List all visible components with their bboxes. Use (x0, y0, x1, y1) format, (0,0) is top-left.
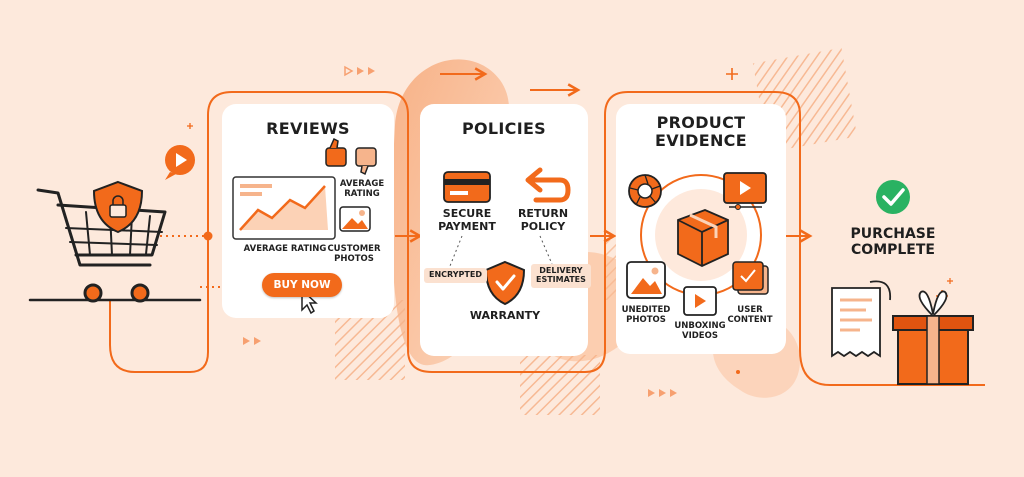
unboxing-videos-label: UNBOXING VIDEOS (674, 321, 726, 341)
unedited-photos-label: UNEDITED PHOTOS (621, 305, 671, 325)
shield-check-icon (484, 260, 526, 306)
delivery-estimates-tag: DELIVERY ESTIMATES (531, 264, 591, 288)
user-content-label: USER CONTENT (727, 305, 773, 325)
average-rating-label: AVERAGE RATING (243, 244, 327, 254)
check-circle-icon (876, 180, 910, 214)
return-arrow-icon (525, 167, 571, 203)
photo-icon (626, 261, 666, 299)
gift-box-icon (892, 290, 974, 385)
receipt-icon (831, 280, 892, 358)
evidence-title: PRODUCT EVIDENCE (655, 113, 747, 151)
policies-title: POLICIES (461, 119, 547, 138)
camera-aperture-icon (628, 174, 662, 208)
average-rating-top-label: AVERAGE RATING (339, 179, 385, 199)
package-box-icon (677, 209, 729, 267)
reviews-title: REVIEWS (266, 119, 350, 138)
encrypted-tag: ENCRYPTED (424, 268, 487, 283)
video-player-icon (723, 172, 767, 210)
shield-lock-icon (92, 180, 144, 234)
unboxing-video-icon (683, 286, 717, 316)
policy-dotted-links (449, 235, 553, 267)
return-policy-label: RETURN POLICY (517, 207, 569, 233)
customer-photo-icon (339, 206, 371, 232)
customer-photos-label: CUSTOMER PHOTOS (327, 244, 381, 264)
secure-payment-label: SECURE PAYMENT (438, 207, 496, 233)
policies-card (420, 104, 588, 356)
thumbs-up-down-icon (325, 137, 377, 176)
rating-chart (232, 176, 336, 240)
purchase-complete-label: PURCHASE COMPLETE (850, 226, 936, 259)
user-content-icon (732, 261, 769, 295)
warranty-label: WARRANTY (469, 309, 541, 322)
buy-now-button[interactable]: BUY NOW (262, 273, 342, 297)
play-bubble-icon (165, 145, 195, 180)
credit-card-icon (443, 171, 491, 203)
